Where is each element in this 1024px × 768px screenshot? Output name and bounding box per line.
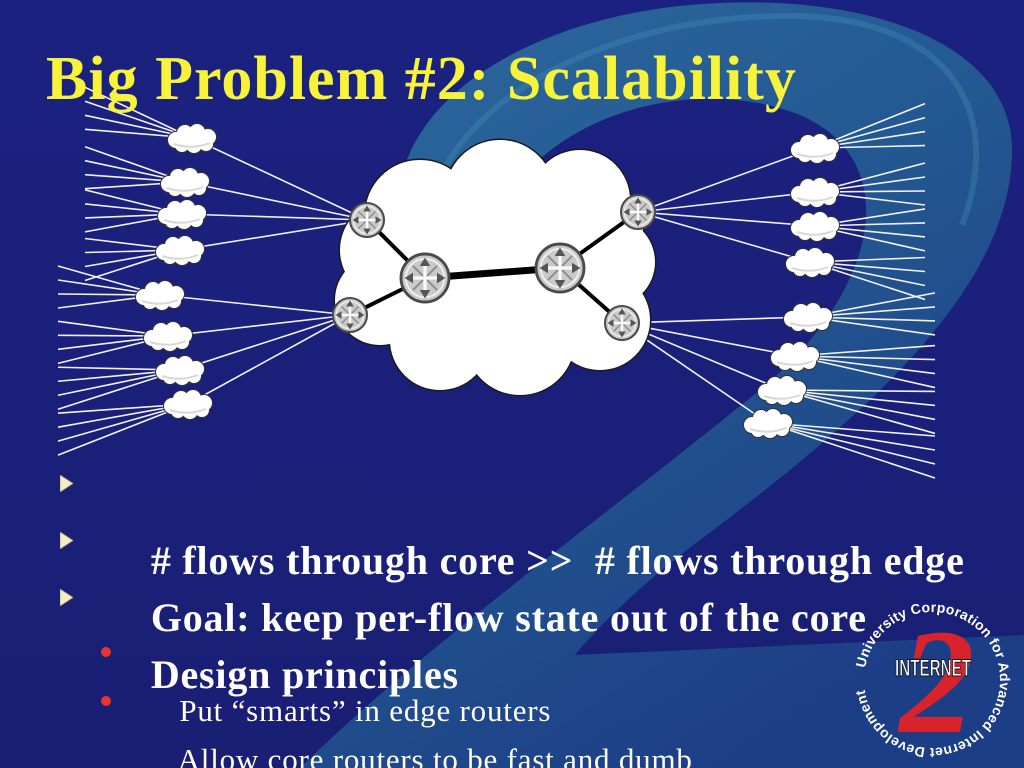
access-link-line <box>637 191 816 213</box>
bullet-text: Goal: keep per-flow state out of the cor… <box>150 595 867 640</box>
access-link-line <box>621 316 809 324</box>
edge-cloud-icon <box>785 247 835 278</box>
access-link-line <box>621 322 796 357</box>
bullet-item: Design principles <box>60 575 459 735</box>
access-link-line <box>781 389 936 407</box>
access-link-line <box>167 314 351 337</box>
edge-cloud-icon <box>155 355 205 386</box>
edge-cloud-icon <box>757 375 807 406</box>
edge-cloud-icon <box>790 211 840 242</box>
arrow-bullet-icon <box>60 532 73 549</box>
internet2-logo: University Corporation for Advanced Inte… <box>852 599 1013 765</box>
arrow-bullet-icon <box>60 475 73 492</box>
access-link-line <box>84 86 193 139</box>
dot-bullet-icon <box>101 647 111 657</box>
arrow-bullet-icon <box>60 589 73 606</box>
access-link-line <box>159 294 351 316</box>
bullet-text: # flows through core >> # flows through … <box>150 538 965 583</box>
access-link-line <box>767 422 936 451</box>
edge-cloud-icon <box>143 321 193 352</box>
access-link-line <box>637 211 816 227</box>
core-router-icon <box>399 252 451 304</box>
logo-wordmark: INTERNET <box>895 655 971 682</box>
edge-cloud-icon <box>790 133 840 164</box>
edge-cloud-icon <box>770 341 820 372</box>
access-link-line <box>179 314 351 371</box>
access-link-line <box>781 389 936 421</box>
edge-cloud-icon <box>790 177 840 208</box>
bullet-item: Goal: keep per-flow state out of the cor… <box>60 518 867 678</box>
edge-cloud-icon <box>783 302 833 333</box>
edge-cloud-icon <box>163 389 213 420</box>
access-link-line <box>179 219 368 251</box>
dot-bullet-icon <box>101 696 111 706</box>
edge-cloud-icon <box>135 280 185 311</box>
slide-title: Big Problem #2: Scalability <box>46 45 797 113</box>
edge-cloud-icon <box>743 408 793 439</box>
logo-numeral: 2 <box>898 599 975 765</box>
sub-bullet-text: Put “smarts” in edge routers <box>179 693 552 728</box>
access-link-line <box>637 147 816 213</box>
access-link-line <box>637 211 811 263</box>
sub-bullet-item: Put “smarts” in edge routers <box>101 633 552 757</box>
edge-cloud-icon <box>157 199 207 230</box>
access-link-line <box>187 314 351 405</box>
core-router-icon <box>534 242 586 294</box>
edge-cloud-icon <box>155 235 205 266</box>
access-link-line <box>767 422 936 437</box>
edge-cloud-icon <box>167 123 217 154</box>
sub-bullet-text: Allow core routers to be fast and dumb <box>177 742 693 768</box>
edge-router-icon <box>348 201 386 239</box>
access-link-line <box>767 422 936 465</box>
access-link-line <box>781 389 936 393</box>
watermark-highlight <box>427 12 980 227</box>
access-link-line <box>191 137 368 221</box>
access-link-line <box>184 181 368 221</box>
bullet-item: # flows through core >> # flows through … <box>60 461 965 621</box>
edge-router-icon <box>619 193 657 231</box>
sub-bullet-item: Allow core routers to be fast and dumb <box>101 682 693 768</box>
bullet-text: Design principles <box>150 652 459 697</box>
access-link-line <box>794 355 936 389</box>
core-network-cloud <box>333 138 657 397</box>
edge-router-icon <box>331 296 369 334</box>
access-link-line <box>767 422 936 479</box>
access-link-line <box>781 389 936 435</box>
edge-router-icon <box>603 304 641 342</box>
access-link-line <box>181 213 368 221</box>
edge-cloud-icon <box>160 167 210 198</box>
